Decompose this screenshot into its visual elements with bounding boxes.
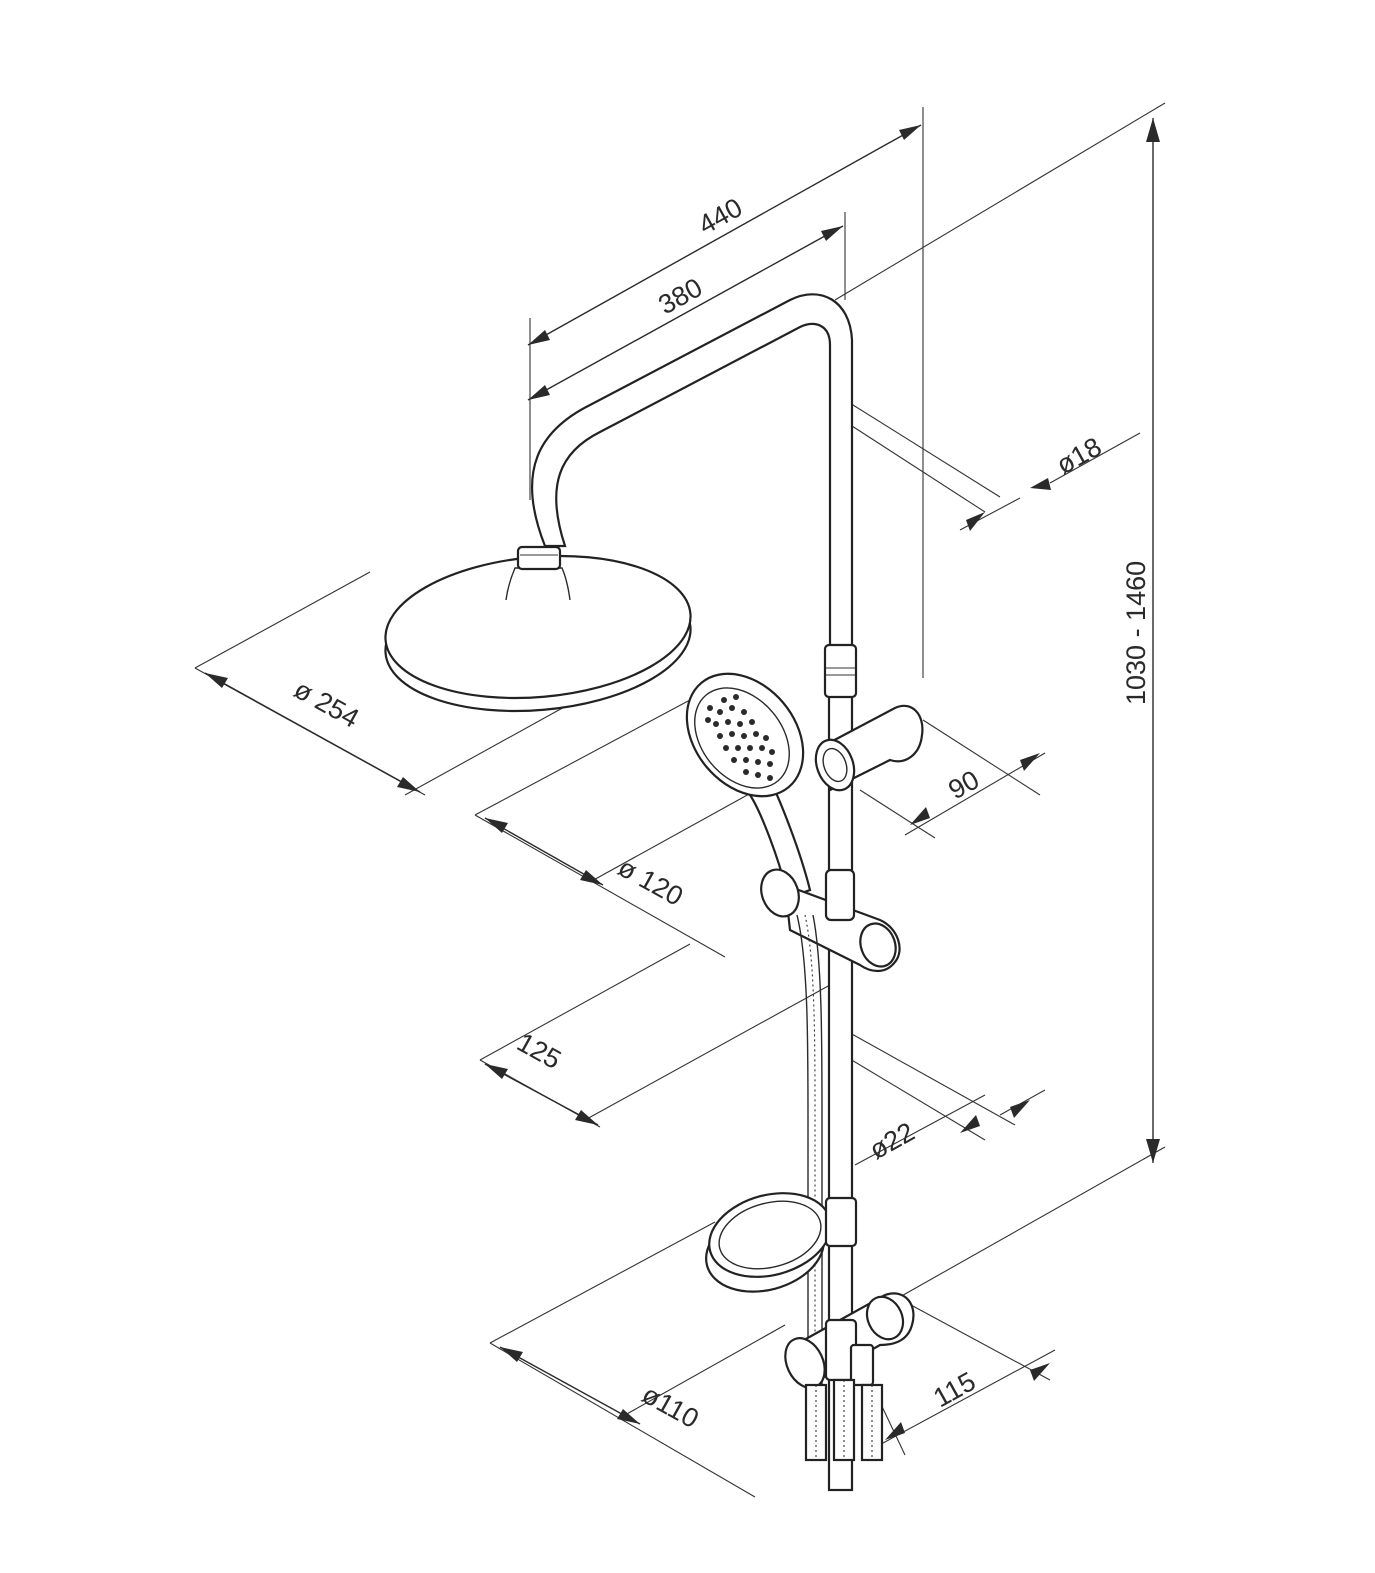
flexible-hose [796,914,823,1440]
dim-380: 380 [653,272,707,320]
hand-shower [685,672,812,900]
rain-shower-head [384,545,692,713]
diverter-body [784,1292,915,1462]
riser-pipe [823,643,858,1492]
dim-diameter-18: ø18 [1051,431,1106,480]
overhead-arm [530,293,854,657]
upper-bracket [814,704,924,792]
dim-90: 90 [943,764,984,805]
slide-holder [760,868,901,973]
dim-125: 125 [512,1027,566,1075]
dim-diameter-120: ø 120 [613,852,688,912]
dim-total-height: 1030 - 1460 [1121,561,1151,705]
soap-dish [705,1192,858,1293]
dimension-lines [204,118,1160,1440]
dim-diameter-254: ø 254 [289,674,364,734]
dim-115: 115 [928,1366,980,1413]
dim-diameter-110: ø110 [637,1379,704,1434]
spray-nozzles [705,694,775,781]
dim-440: 440 [693,192,747,240]
dim-diameter-22: ø22 [864,1116,919,1165]
